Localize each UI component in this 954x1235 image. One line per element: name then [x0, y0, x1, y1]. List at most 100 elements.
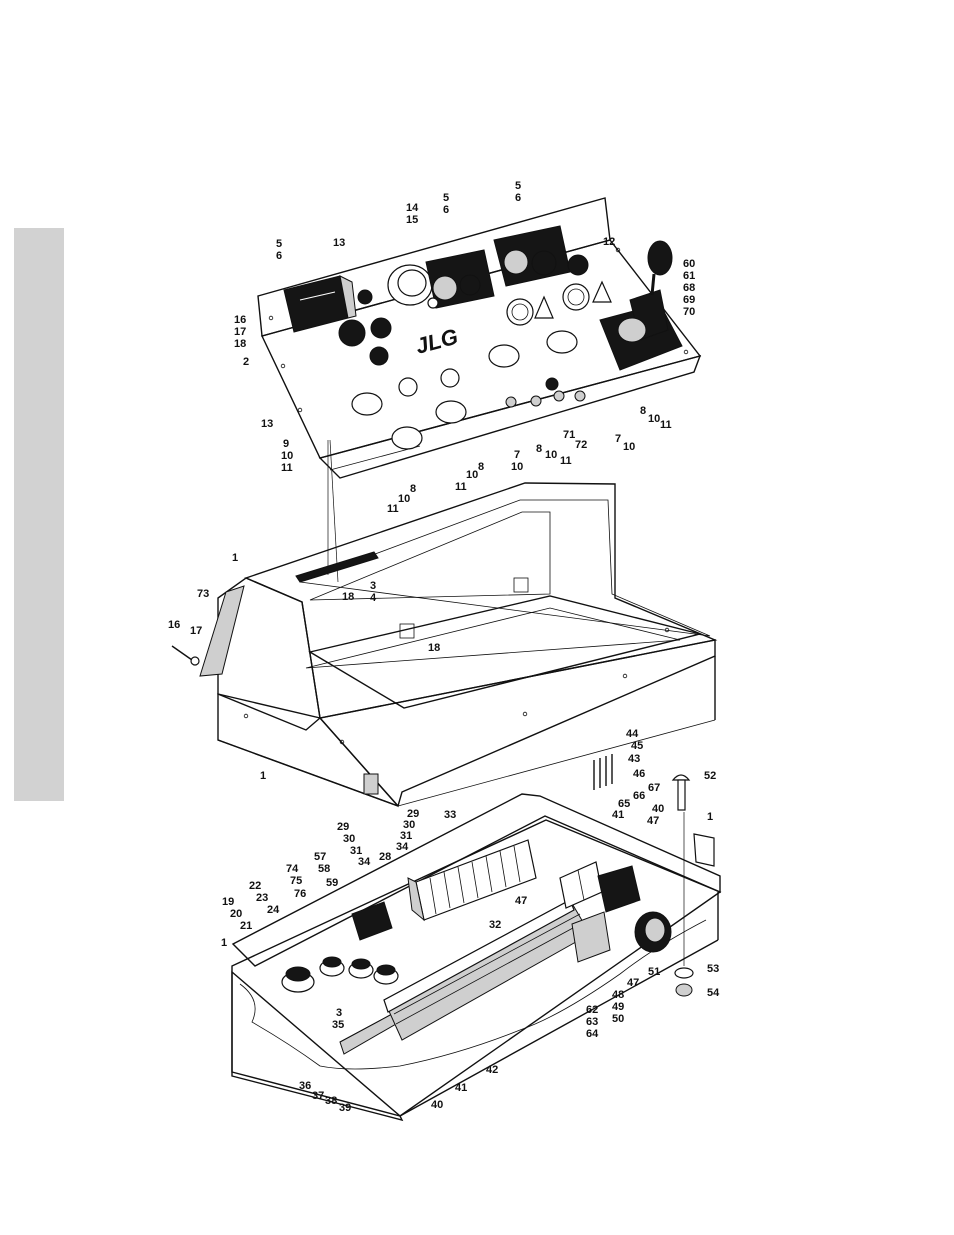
callout-label: 48 — [612, 989, 624, 1001]
callout-label: 72 — [575, 439, 587, 451]
callout-label: 54 — [707, 987, 720, 999]
electrical-box — [231, 754, 722, 1122]
console-housing — [171, 482, 718, 808]
callout-label: 60 — [683, 258, 695, 270]
callout-label: 66 — [633, 790, 645, 802]
callout-label: 41 — [612, 809, 624, 821]
callout-label: 59 — [326, 877, 338, 889]
callout-label: 38 — [325, 1095, 337, 1107]
callout-label: 15 — [406, 214, 418, 226]
callout-label: 52 — [704, 770, 716, 782]
callout-label: 13 — [261, 418, 273, 430]
callout-label: 36 — [299, 1080, 311, 1092]
callout-label: 2 — [243, 356, 249, 368]
joystick-controller — [599, 240, 683, 371]
callout-label: 8 — [478, 461, 484, 473]
callout-label: 11 — [455, 481, 467, 493]
callout-label: 1 — [260, 770, 266, 782]
controller-module-center — [425, 249, 495, 309]
callout-label: 29 — [337, 821, 349, 833]
callout-label: 10 — [623, 441, 635, 453]
callout-label: 30 — [403, 819, 415, 831]
callout-label: 31 — [350, 845, 362, 857]
control-module-left — [283, 275, 392, 366]
callout-label: 13 — [333, 237, 345, 249]
callout-label: 5 — [443, 192, 449, 204]
round-connector — [634, 911, 672, 953]
callout-label: 10 — [398, 493, 410, 505]
callout-label: 11 — [281, 462, 293, 474]
callout-label: 61 — [683, 270, 695, 282]
callout-label: 53 — [707, 963, 719, 975]
callout-label: 24 — [267, 904, 280, 916]
callout-label: 75 — [290, 875, 302, 887]
callout-label: 41 — [455, 1082, 467, 1094]
callout-label: 1 — [221, 937, 227, 949]
mounting-hardware — [671, 774, 694, 997]
side-thumb-tab — [14, 228, 64, 801]
callout-label: 71 — [563, 429, 575, 441]
callout-label: 34 — [396, 841, 409, 853]
callout-label: 58 — [318, 863, 330, 875]
callout-label: 6 — [443, 204, 449, 216]
callout-label: 64 — [586, 1028, 599, 1040]
callout-label: 10 — [466, 469, 478, 481]
callout-label: 44 — [626, 728, 639, 740]
callout-label: 8 — [410, 483, 416, 495]
callout-label: 30 — [343, 833, 355, 845]
callout-label: 7 — [615, 433, 621, 445]
callout-label: 47 — [647, 815, 659, 827]
callout-label: 1 — [707, 811, 713, 823]
terminal-block-row — [383, 899, 591, 1041]
callout-label: 62 — [586, 1004, 598, 1016]
callout-label: 14 — [406, 202, 419, 214]
indicator-lamps — [506, 280, 612, 326]
callout-label: 23 — [256, 892, 268, 904]
callout-label: 74 — [286, 863, 299, 875]
callout-label: 73 — [197, 588, 209, 600]
callout-label: 10 — [648, 413, 660, 425]
callout-label: 67 — [648, 782, 660, 794]
callout-label: 8 — [640, 405, 646, 417]
callout-label: 37 — [312, 1090, 324, 1102]
callout-label: 9 — [283, 438, 289, 450]
callout-label: 76 — [294, 888, 306, 900]
callout-label: 68 — [683, 282, 695, 294]
callout-label: 21 — [240, 920, 252, 932]
callout-label: 40 — [431, 1099, 443, 1111]
toggle-switches — [351, 330, 586, 450]
callout-label: 16 — [168, 619, 180, 631]
callout-label: 39 — [339, 1102, 351, 1114]
callout-label: 65 — [618, 798, 630, 810]
callout-label: 5 — [276, 238, 282, 250]
callout-label: 43 — [628, 753, 640, 765]
callout-label: 18 — [342, 591, 354, 603]
callout-label: 11 — [560, 455, 572, 467]
callout-label: 5 — [515, 180, 521, 192]
callout-label: 47 — [627, 977, 639, 989]
callout-label: 7 — [514, 449, 520, 461]
callout-label: 11 — [660, 419, 672, 431]
callout-label: 6 — [276, 250, 282, 262]
callout-label: 16 — [234, 314, 246, 326]
callout-label: 3 — [370, 580, 376, 592]
callout-label: 46 — [633, 768, 645, 780]
relay-bank — [407, 839, 537, 922]
callout-label: 50 — [612, 1013, 624, 1025]
callout-label: 45 — [631, 740, 643, 752]
relay-pair — [559, 861, 603, 909]
callout-label: 49 — [612, 1001, 624, 1013]
callout-label: 42 — [486, 1064, 498, 1076]
callout-label: 8 — [536, 443, 542, 455]
callout-label: 34 — [358, 856, 371, 868]
callout-label: 11 — [387, 503, 399, 515]
callout-label: 57 — [314, 851, 326, 863]
callout-label: 10 — [545, 449, 557, 461]
callout-label: 20 — [230, 908, 242, 920]
callout-label: 10 — [511, 461, 523, 473]
callout-label: 19 — [222, 896, 234, 908]
callout-label: 17 — [234, 326, 246, 338]
callout-label: 22 — [249, 880, 261, 892]
callout-label: 33 — [444, 809, 456, 821]
callout-label: 31 — [400, 830, 412, 842]
